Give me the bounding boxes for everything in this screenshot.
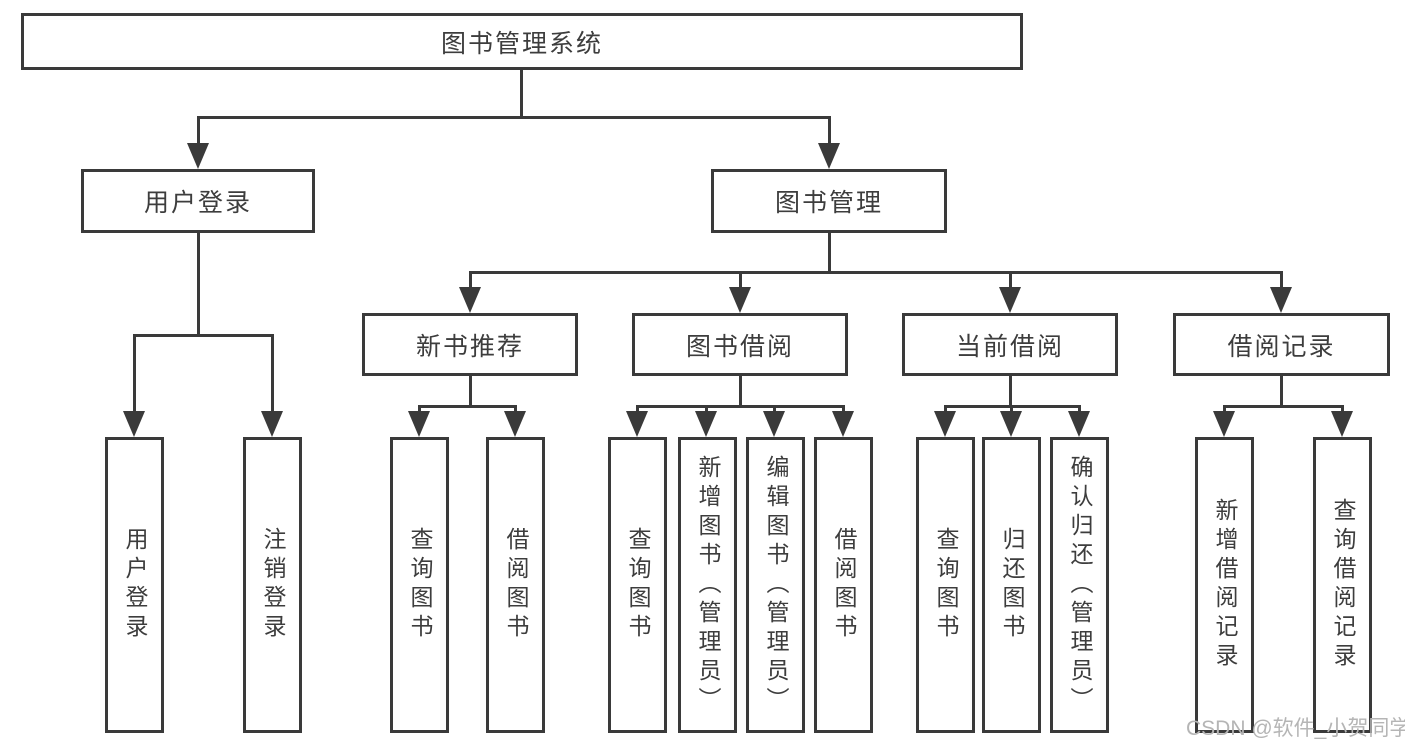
watermark: CSDN @软件_小贺同学 xyxy=(1186,717,1405,740)
arrow-down-icon xyxy=(729,287,751,313)
leaf-user-login: 用户登录 xyxy=(105,437,164,733)
arrow-down-icon xyxy=(934,411,956,437)
leaf-records-add-record: 新增借阅记录 xyxy=(1195,437,1254,733)
connector-line xyxy=(133,334,136,414)
leaf-borrow-borrow-book: 借阅图书 xyxy=(814,437,873,733)
node-borrow-records: 借阅记录 xyxy=(1173,313,1390,376)
connector-line xyxy=(469,271,1283,274)
connector-line xyxy=(133,334,274,337)
connector-line xyxy=(739,271,742,291)
arrow-down-icon xyxy=(1331,411,1353,437)
leaf-borrow-add-book-admin: 新增图书（管理员） xyxy=(678,437,737,733)
leaf-records-query-record: 查询借阅记录 xyxy=(1313,437,1372,733)
connector-line xyxy=(197,231,200,337)
arrow-down-icon xyxy=(999,287,1021,313)
connector-line xyxy=(636,405,845,408)
connector-line xyxy=(197,116,831,119)
connector-line xyxy=(469,374,472,408)
arrow-down-icon xyxy=(818,143,840,169)
leaf-logout: 注销登录 xyxy=(243,437,302,733)
arrow-down-icon xyxy=(459,287,481,313)
leaf-current-confirm-return-admin: 确认归还（管理员） xyxy=(1050,437,1109,733)
connector-line xyxy=(197,116,200,148)
connector-line xyxy=(1009,374,1012,408)
arrow-down-icon xyxy=(1213,411,1235,437)
connector-line xyxy=(739,374,742,408)
connector-line xyxy=(1280,271,1283,291)
connector-line xyxy=(418,405,517,408)
leaf-borrow-edit-book-admin: 编辑图书（管理员） xyxy=(746,437,805,733)
node-new-book-recommend: 新书推荐 xyxy=(362,313,578,376)
arrow-down-icon xyxy=(626,411,648,437)
leaf-newbooks-borrow-book: 借阅图书 xyxy=(486,437,545,733)
connector-line xyxy=(271,334,274,414)
arrow-down-icon xyxy=(763,411,785,437)
node-user-login: 用户登录 xyxy=(81,169,315,233)
arrow-down-icon xyxy=(504,411,526,437)
arrow-down-icon xyxy=(695,411,717,437)
connector-line xyxy=(828,116,831,148)
leaf-newbooks-query-book: 查询图书 xyxy=(390,437,449,733)
connector-line xyxy=(828,231,831,274)
connector-line xyxy=(1009,271,1012,291)
arrow-down-icon xyxy=(1270,287,1292,313)
connector-line xyxy=(520,68,523,119)
connector-line xyxy=(469,271,472,291)
arrow-down-icon xyxy=(832,411,854,437)
connector-line xyxy=(1223,405,1344,408)
leaf-current-query-book: 查询图书 xyxy=(916,437,975,733)
arrow-down-icon xyxy=(408,411,430,437)
node-book-management: 图书管理 xyxy=(711,169,947,233)
connector-line xyxy=(1280,374,1283,408)
arrow-down-icon xyxy=(1068,411,1090,437)
arrow-down-icon xyxy=(1000,411,1022,437)
arrow-down-icon xyxy=(261,411,283,437)
node-root: 图书管理系统 xyxy=(21,13,1023,70)
arrow-down-icon xyxy=(187,143,209,169)
leaf-current-return-book: 归还图书 xyxy=(982,437,1041,733)
node-current-borrow: 当前借阅 xyxy=(902,313,1118,376)
leaf-borrow-query-book: 查询图书 xyxy=(608,437,667,733)
arrow-down-icon xyxy=(123,411,145,437)
node-book-borrow: 图书借阅 xyxy=(632,313,848,376)
